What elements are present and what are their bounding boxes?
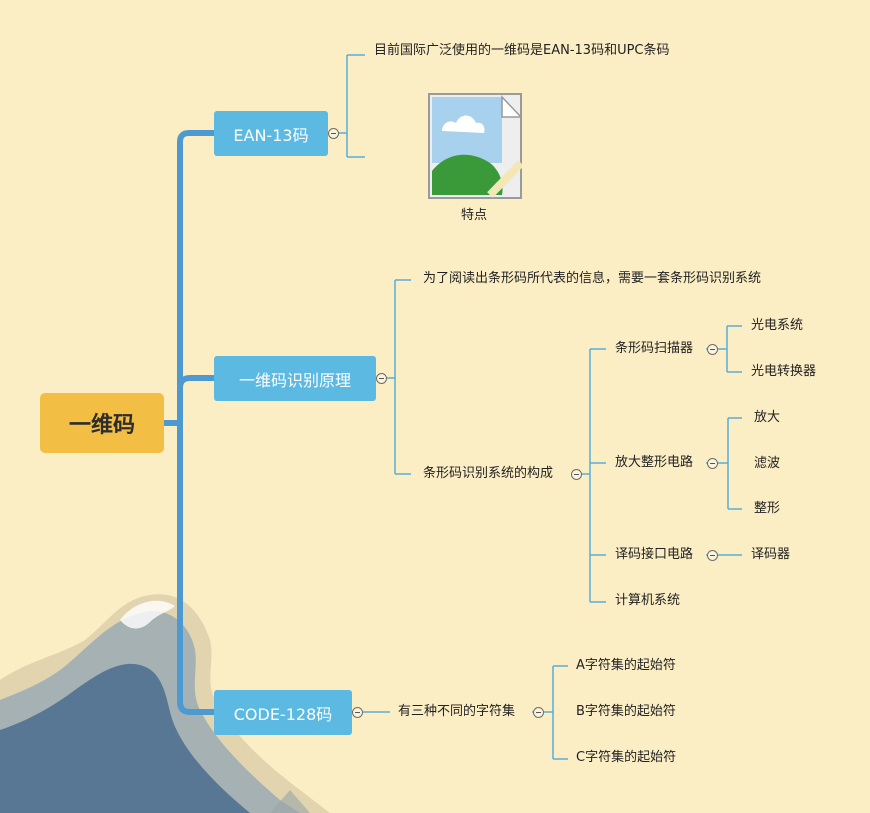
- code128-note[interactable]: 有三种不同的字符集: [398, 704, 516, 719]
- component-computer-system[interactable]: 计算机系统: [615, 593, 681, 608]
- image-caption: 特点: [461, 208, 488, 223]
- collapse-icon[interactable]: [571, 469, 582, 480]
- scanner-optical-system[interactable]: 光电系统: [751, 318, 804, 333]
- principle-note[interactable]: 为了阅读出条形码所代表的信息，需要一套条形码识别系统: [423, 271, 762, 286]
- ean13-note[interactable]: 目前国际广泛使用的一维码是EAN-13码和UPC条码: [374, 43, 670, 58]
- branch-ean13[interactable]: EAN-13码: [214, 111, 328, 156]
- ean-connector: [328, 54, 365, 158]
- component-scanner[interactable]: 条形码扫描器: [615, 341, 694, 356]
- collapse-icon[interactable]: [352, 707, 363, 718]
- amplify-item[interactable]: 放大: [754, 410, 781, 425]
- collapse-icon[interactable]: [533, 707, 544, 718]
- collapse-icon[interactable]: [328, 128, 339, 139]
- collapse-icon[interactable]: [707, 344, 718, 355]
- image-placeholder-icon: [428, 93, 522, 199]
- root-node[interactable]: 一维码: [40, 393, 164, 453]
- component-decoder-interface[interactable]: 译码接口电路: [615, 547, 694, 562]
- shaping-item[interactable]: 整形: [754, 501, 781, 516]
- collapse-icon[interactable]: [376, 373, 387, 384]
- collapse-icon[interactable]: [707, 550, 718, 561]
- collapse-icon[interactable]: [707, 458, 718, 469]
- scanner-photoelectric-converter[interactable]: 光电转换器: [751, 364, 817, 379]
- component-amplifier-shaper[interactable]: 放大整形电路: [615, 455, 694, 470]
- filter-item[interactable]: 滤波: [754, 456, 781, 471]
- charset-b[interactable]: B字符集的起始符: [576, 704, 676, 719]
- branch-code128[interactable]: CODE-128码: [214, 690, 352, 735]
- charset-a[interactable]: A字符集的起始符: [576, 658, 676, 673]
- wave-illustration: [0, 594, 330, 813]
- trunk-connector: [161, 130, 217, 715]
- system-composition[interactable]: 条形码识别系统的构成: [423, 466, 554, 481]
- branch-recognition-principle[interactable]: 一维码识别原理: [214, 356, 376, 401]
- charset-c[interactable]: C字符集的起始符: [576, 750, 677, 765]
- decoder-item[interactable]: 译码器: [751, 547, 791, 562]
